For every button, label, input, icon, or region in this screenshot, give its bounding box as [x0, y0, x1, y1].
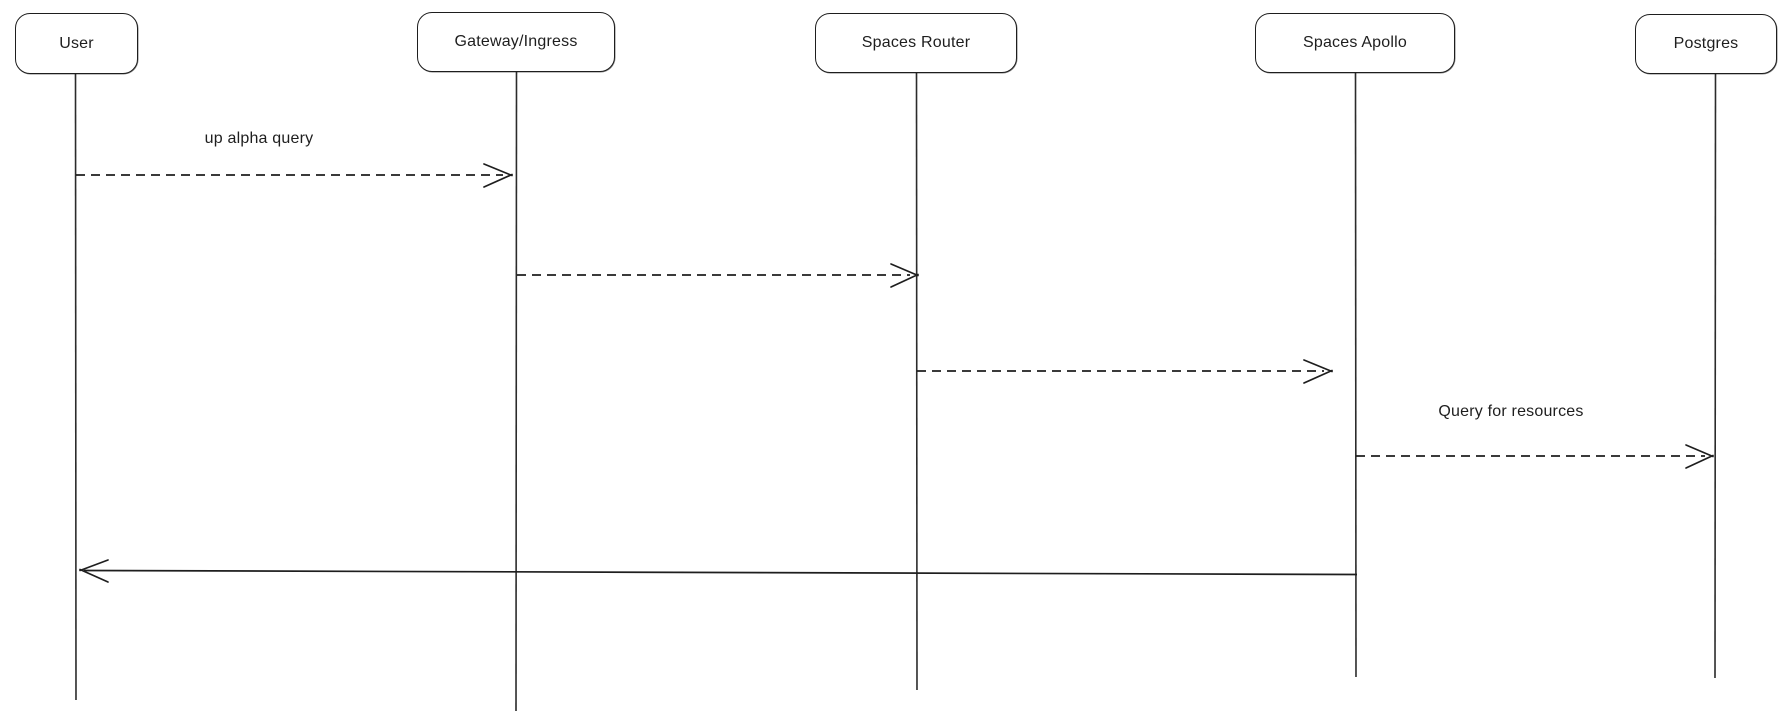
- actor-label-spaces-apollo: Spaces Apollo: [1302, 34, 1407, 51]
- actor-label-spaces-router: Spaces Router: [861, 34, 971, 51]
- message-4-arrowhead: [1685, 444, 1714, 469]
- message-5-arrowhead: [79, 559, 109, 583]
- lifeline-router: [915, 72, 918, 691]
- actor-box-user: User: [15, 13, 138, 74]
- message-1-arrowhead: [483, 163, 513, 188]
- message-5-line: [83, 569, 1358, 576]
- actor-label-user: User: [59, 34, 94, 52]
- actor-label-postgres: Postgres: [1673, 35, 1739, 52]
- actor-box-spaces-apollo: Spaces Apollo: [1255, 13, 1455, 73]
- actor-label-gateway-ingress: Gateway/Ingress: [454, 33, 578, 50]
- message-1-label: up alpha query: [204, 130, 314, 147]
- actor-box-postgres: Postgres: [1635, 14, 1777, 74]
- actor-box-gateway-ingress: Gateway/Ingress: [417, 12, 615, 72]
- lifeline-apollo: [1354, 72, 1357, 678]
- lifeline-gateway: [515, 71, 518, 712]
- message-3-arrowhead: [1303, 359, 1333, 384]
- message-2-arrowhead: [890, 263, 919, 288]
- lifeline-postgres: [1714, 73, 1717, 679]
- message-4-label: Query for resources: [1438, 403, 1584, 420]
- lifeline-user: [74, 73, 77, 701]
- actor-box-spaces-router: Spaces Router: [815, 13, 1017, 73]
